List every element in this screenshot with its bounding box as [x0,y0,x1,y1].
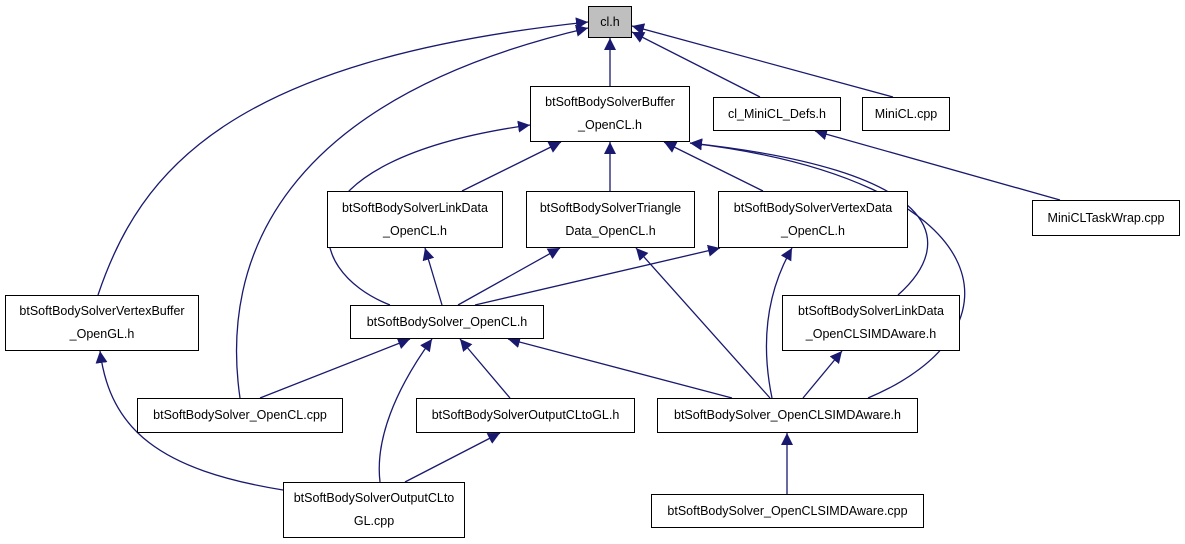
node-label-line-1: btSoftBodySolverBuffer [545,95,675,109]
node-btsoftbodysolver-openclsimdaware-h[interactable]: btSoftBodySolver_OpenCLSIMDAware.h [657,398,918,433]
node-btsoftbodysolverbuffer-opencl-h[interactable]: btSoftBodySolverBuffer _OpenCL.h [530,86,690,142]
edge-vertexdata-opencl-to-buffer-opencl [663,141,764,192]
edge-outputcltogl-cpp-to-solver-opencl-h [378,338,433,483]
edge-outputcltogl-h-to-solver-opencl-h [459,338,511,399]
node-label: btSoftBodySolver_OpenCL.cpp [153,408,327,422]
node-label: btSoftBodySolver_OpenCLSIMDAware.h [674,408,901,422]
node-label: MiniCLTaskWrap.cpp [1047,210,1165,225]
node-label-line-2: Data_OpenCL.h [565,223,656,238]
node-btsoftbodysolverlinkdata-openclsimdaware-h[interactable]: btSoftBodySolverLinkData _OpenCLSIMDAwar… [782,295,960,351]
edge-solver-opencl-h-to-vertexdata-opencl [474,244,721,306]
edge-solver-opencl-h-to-linkdata-opencl [422,247,443,306]
node-minicl-cpp[interactable]: MiniCL.cpp [862,97,950,131]
node-label: MiniCL.cpp [874,106,938,121]
edge-solver-opencl-cpp-to-cl-h [235,24,589,399]
node-label-line-1: btSoftBodySolverOutputCLto [293,491,455,505]
node-btsoftbodysolveroutputcltogl-h[interactable]: btSoftBodySolverOutputCLtoGL.h [416,398,635,433]
node-label-line-2: _OpenCL.h [781,223,845,238]
node-label-line-1: btSoftBodySolverLinkData [342,200,488,215]
node-label-line-2: _OpenCL.h [383,223,447,238]
node-btsoftbodysolververtexdata-opencl-h[interactable]: btSoftBodySolverVertexData _OpenCL.h [718,191,908,248]
node-label: btSoftBodySolver_OpenCLSIMDAware.cpp [667,503,908,518]
node-label-line-1: btSoftBodySolverVertexData [733,200,893,215]
node-cl-minicl-defs-h[interactable]: cl_MiniCL_Defs.h [713,97,841,131]
edge-solver-simd-h-to-solver-opencl-h [507,336,733,399]
edge-minicl-defs-to-cl-h [631,31,761,98]
edge-minicl-taskwrap-to-minicl-defs [814,128,1061,201]
node-label-line-2: GL.cpp [353,514,395,528]
edge-solver-simd-h-to-buffer-opencl [689,138,966,399]
edge-outputcltogl-cpp-to-vertexbuffer-opengl [95,350,284,491]
edge-minicl-cpp-to-cl-h [631,23,894,98]
node-label-line-2: _OpenGL.h [69,327,135,341]
node-btsoftbodysolver-opencl-h[interactable]: btSoftBodySolver_OpenCL.h [350,305,544,339]
edge-solver-opencl-h-to-triangle-opencl [457,247,561,306]
node-btsoftbodysolverlinkdata-opencl-h[interactable]: btSoftBodySolverLinkData _OpenCL.h [327,191,503,248]
node-btsoftbodysolvertriangledata-opencl-h[interactable]: btSoftBodySolverTriangle Data_OpenCL.h [526,191,695,248]
node-label-line-1: btSoftBodySolverTriangle [539,200,682,215]
edge-linkdata-simd-to-buffer-opencl [689,138,929,296]
node-label-line-1: btSoftBodySolverVertexBuffer [19,304,185,318]
edge-vertexbuffer-opengl-to-cl-h [97,17,589,296]
edge-outputcltogl-cpp-to-outputcltogl-h [404,432,501,483]
edge-linkdata-opencl-to-buffer-opencl [461,141,562,192]
edge-solver-simd-h-to-linkdata-simd [802,350,843,399]
edge-solver-opencl-cpp-to-solver-opencl-h [259,337,411,399]
node-label-line-2: _OpenCL.h [578,118,642,132]
node-label: cl_MiniCL_Defs.h [728,106,826,121]
node-label-line-1: btSoftBodySolverLinkData [798,304,944,318]
node-btsoftbodysolver-opencl-cpp[interactable]: btSoftBodySolver_OpenCL.cpp [137,398,343,433]
node-btsoftbodysolveroutputcltogl-cpp[interactable]: btSoftBodySolverOutputCLto GL.cpp [283,482,465,538]
node-miniclltaskwrap-cpp[interactable]: MiniCLTaskWrap.cpp [1032,200,1180,236]
edge-solver-simd-h-to-triangle-opencl [635,247,771,399]
edge-solver-simd-h-to-vertexdata-opencl [765,247,793,399]
node-label-line-2: _OpenCLSIMDAware.h [805,327,937,341]
node-cl-h[interactable]: cl.h [588,6,632,38]
node-label: cl.h [600,14,620,29]
node-label: btSoftBodySolverOutputCLtoGL.h [431,408,620,422]
node-btsoftbodysolver-openclsimdaware-cpp[interactable]: btSoftBodySolver_OpenCLSIMDAware.cpp [651,494,924,528]
node-btsoftbodysolververtexbuffer-opengl-h[interactable]: btSoftBodySolverVertexBuffer _OpenGL.h [5,295,199,351]
node-label: btSoftBodySolver_OpenCL.h [366,314,528,329]
